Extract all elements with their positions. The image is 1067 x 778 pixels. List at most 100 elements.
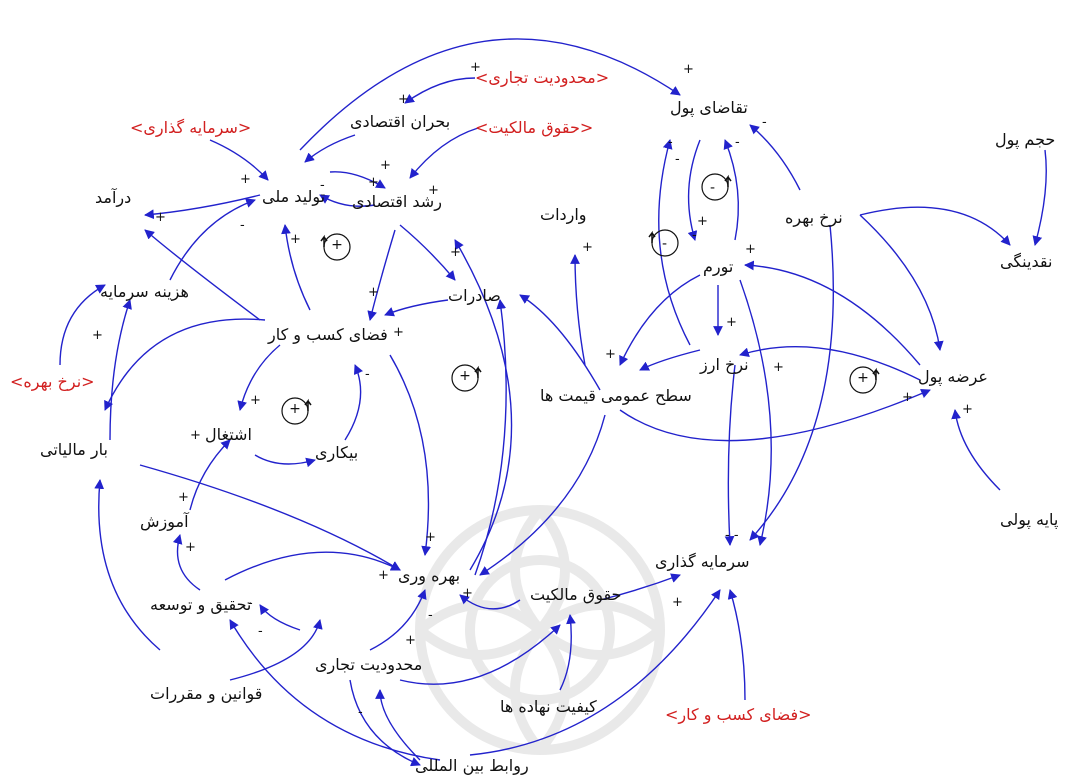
node-capital-cost: هزینه سرمایه bbox=[100, 282, 189, 301]
arrow bbox=[237, 344, 281, 411]
arrow bbox=[281, 224, 311, 311]
link-sign: + bbox=[405, 633, 416, 648]
link-sign: - bbox=[762, 115, 767, 130]
arrow bbox=[724, 364, 736, 546]
arrow bbox=[369, 589, 427, 651]
node-national-output: تولید ملی bbox=[262, 187, 326, 206]
link-sign: + bbox=[155, 210, 166, 225]
link-sign: - bbox=[675, 152, 680, 167]
arrow bbox=[367, 229, 396, 321]
loop-marker-inflation-upper: - bbox=[700, 172, 732, 202]
loop-arrow-icon: - bbox=[701, 173, 732, 201]
node-exports: صادرات bbox=[448, 286, 501, 305]
arrow bbox=[344, 364, 363, 441]
arrow bbox=[389, 354, 431, 556]
node-money-supply: عرضه پول bbox=[918, 367, 988, 386]
shadow-investment: <سرمایه گذاری> bbox=[130, 118, 252, 137]
arrow bbox=[229, 619, 441, 761]
arrow bbox=[189, 439, 231, 511]
arrow bbox=[749, 224, 835, 541]
node-liquidity: نقدینگی bbox=[1000, 252, 1053, 271]
arrow bbox=[727, 589, 746, 701]
shadow-trade-restriction: <محدودیت تجاری> bbox=[475, 68, 610, 87]
arrow bbox=[209, 139, 269, 181]
link-sign: + bbox=[380, 158, 391, 173]
link-sign: + bbox=[683, 62, 694, 77]
watermark-logo bbox=[415, 505, 665, 755]
arrow bbox=[619, 274, 701, 366]
loop-arrow-icon bbox=[281, 397, 312, 425]
arrow bbox=[384, 299, 449, 317]
arrow bbox=[739, 346, 921, 381]
link-sign: + bbox=[92, 328, 103, 343]
link-sign: + bbox=[185, 540, 196, 555]
loop-polarity: + bbox=[289, 401, 301, 417]
loop-polarity: + bbox=[331, 237, 343, 253]
link-sign: - bbox=[668, 135, 673, 150]
arrow bbox=[739, 279, 772, 546]
arrow bbox=[349, 679, 421, 767]
link-sign: + bbox=[425, 530, 436, 545]
loop-marker-inflation-lower: - bbox=[648, 228, 680, 258]
link-sign: + bbox=[450, 245, 461, 260]
node-investment: سرمایه گذاری bbox=[655, 552, 750, 571]
node-price-level: سطح عمومی قیمت ها bbox=[540, 386, 692, 405]
arrow bbox=[570, 254, 586, 366]
link-sign: + bbox=[462, 586, 473, 601]
node-money-volume: حجم پول bbox=[995, 130, 1056, 149]
arrow bbox=[619, 388, 931, 442]
link-sign: + bbox=[250, 393, 261, 408]
loop-arrow-icon bbox=[320, 233, 351, 261]
arrow bbox=[1032, 149, 1047, 246]
link-sign: + bbox=[178, 490, 189, 505]
link-sign: - bbox=[365, 367, 370, 382]
shadow-business-env: <فضای کسب و کار> bbox=[665, 705, 812, 724]
node-imports: واردات bbox=[540, 205, 587, 224]
arrow bbox=[474, 299, 507, 576]
arrow bbox=[469, 589, 721, 756]
link-sign: + bbox=[368, 285, 379, 300]
arrow bbox=[375, 689, 421, 761]
link-sign: + bbox=[240, 172, 251, 187]
link-sign: + bbox=[428, 183, 439, 198]
shadow-interest-rate: <نرخ بهره> bbox=[10, 372, 95, 391]
arrow bbox=[229, 619, 323, 681]
loop-marker-business: + bbox=[450, 363, 482, 393]
node-international-relations: روابط بین المللی bbox=[415, 756, 529, 775]
node-business-env: فضای کسب و کار bbox=[268, 325, 388, 344]
link-sign: + bbox=[902, 390, 913, 405]
arrow bbox=[658, 139, 691, 346]
link-sign: + bbox=[773, 360, 784, 375]
link-sign: + bbox=[582, 240, 593, 255]
arrow bbox=[749, 124, 801, 191]
link-sign: - bbox=[692, 228, 697, 243]
arrow bbox=[139, 464, 401, 571]
link-sign: + bbox=[398, 92, 409, 107]
loop-arrow-icon bbox=[849, 366, 880, 394]
arrow bbox=[409, 127, 479, 179]
arrow bbox=[639, 349, 701, 371]
svg-text:-: - bbox=[662, 236, 667, 252]
arrow bbox=[951, 409, 1001, 491]
link-sign: + bbox=[697, 214, 708, 229]
arrow bbox=[224, 551, 401, 581]
loop-arrow-icon: - bbox=[648, 229, 679, 257]
link-sign: - bbox=[358, 705, 363, 720]
arrow bbox=[304, 134, 356, 163]
link-sign: + bbox=[745, 242, 756, 257]
arrow bbox=[454, 239, 513, 571]
link-sign: + bbox=[378, 568, 389, 583]
arrow bbox=[299, 38, 681, 151]
loop-arrow-icon bbox=[451, 364, 482, 392]
arrow bbox=[319, 194, 376, 207]
loop-marker-employment: + bbox=[280, 396, 312, 426]
node-economic-crisis: بحران اقتصادی bbox=[350, 112, 451, 131]
link-sign: - bbox=[320, 178, 325, 193]
node-economic-growth: رشد اقتصادی bbox=[352, 192, 442, 211]
loop-polarity: + bbox=[857, 370, 869, 386]
arrow bbox=[599, 573, 681, 601]
arrow bbox=[399, 224, 456, 281]
node-education: آموزش bbox=[140, 512, 189, 531]
arrow bbox=[259, 604, 301, 631]
